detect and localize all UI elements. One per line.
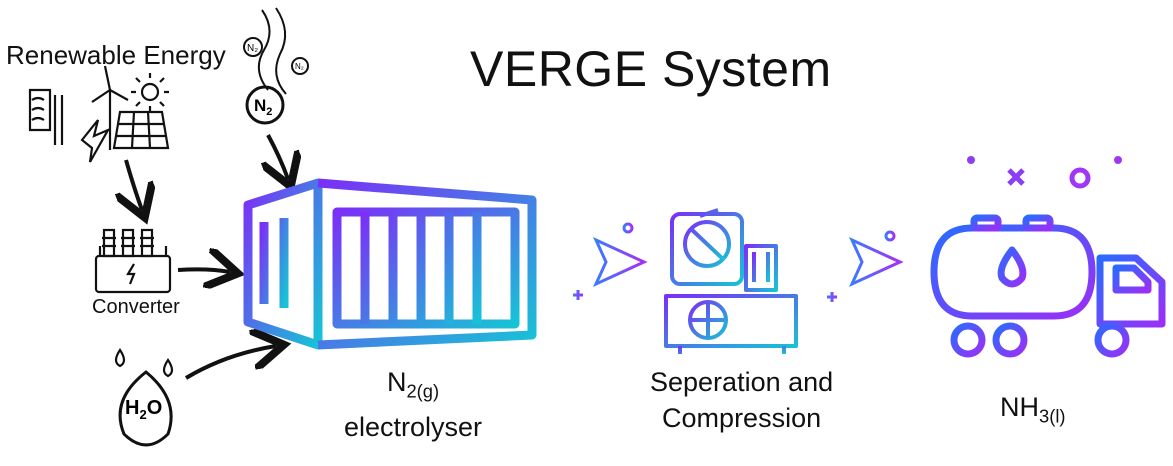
arrow-renewable-to-converter xyxy=(126,159,142,210)
decoration xyxy=(967,156,1122,189)
sun-icon xyxy=(131,73,169,111)
dam-icon xyxy=(28,88,64,145)
lightning-icon xyxy=(80,119,111,163)
product-formula: NH xyxy=(1000,392,1039,422)
electrolyser-formula-main: N xyxy=(386,367,407,397)
n2-tiny-label: N₂ xyxy=(295,62,304,71)
separation-line2: Compression xyxy=(662,403,822,433)
arrow-converter-to-electrolyser xyxy=(177,269,230,272)
tanker-truck-icon xyxy=(926,214,1166,358)
renewable-energy-icon xyxy=(28,65,170,163)
electrolyser-formula-sub: 2(g) xyxy=(406,380,440,402)
n2-molecule-icon xyxy=(243,7,309,125)
product-label: NH3(l) xyxy=(1000,392,1066,427)
renewable-energy-label: Renewable Energy xyxy=(6,40,226,70)
solar-panel-icon xyxy=(112,110,170,150)
arrow-water-to-electrolyser xyxy=(184,346,276,380)
electrolyser-label: N2(g) electrolyser xyxy=(344,364,482,445)
converter-icon xyxy=(94,228,172,294)
separator-machine-icon xyxy=(664,208,798,354)
container-icon xyxy=(243,178,537,350)
page-title: VERGE System xyxy=(470,41,832,97)
wind-turbine-icon xyxy=(91,65,129,150)
converter-label: Converter xyxy=(92,296,180,318)
h2o-label: H2O xyxy=(125,397,162,422)
water-drop-icon xyxy=(114,348,174,447)
arrow-icon xyxy=(812,230,904,302)
electrolyser-name: electrolyser xyxy=(344,412,483,443)
product-formula-sub: 3(l) xyxy=(1039,405,1066,427)
electrolyser-formula: N2(g) xyxy=(344,364,482,409)
arrow-n2-to-electrolyser xyxy=(268,134,288,179)
n2-main-label: N2 xyxy=(254,96,272,118)
separation-line1: Seperation and xyxy=(650,367,834,397)
separation-label: Seperation and Compression xyxy=(650,364,833,436)
n2-small-label: N₂ xyxy=(247,43,258,54)
arrow-icon xyxy=(558,222,648,300)
